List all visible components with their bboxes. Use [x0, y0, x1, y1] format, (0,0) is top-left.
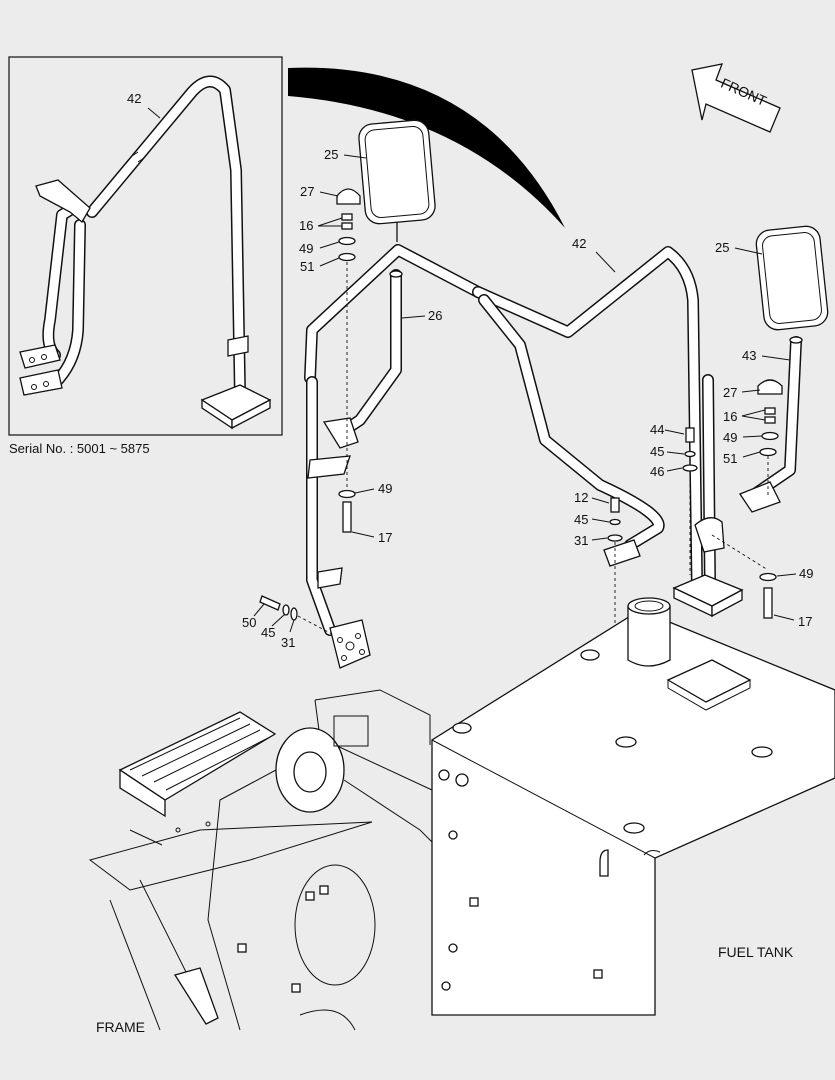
inset-detail: 42	[8, 56, 283, 436]
callout-49-left-bottom: 49	[378, 481, 392, 496]
callout-12: 12	[574, 490, 588, 505]
fuel-tank-label: FUEL TANK	[718, 944, 794, 960]
handrail-left	[304, 244, 484, 669]
mirror-left	[358, 119, 436, 242]
callouts-center: 42 44 45 46 12 45 31	[572, 236, 685, 548]
callout-51-left: 51	[300, 259, 314, 274]
callout-45-left: 45	[261, 625, 275, 640]
sweep-arrow	[288, 67, 565, 229]
callouts-right: 25 43 27 16 49 51 49 17	[715, 240, 813, 629]
callout-16-left: 16	[299, 218, 313, 233]
callout-27-right: 27	[723, 385, 737, 400]
callout-51-right: 51	[723, 451, 737, 466]
callout-25-right: 25	[715, 240, 729, 255]
handrail-right	[472, 246, 803, 618]
frame: FRAME	[88, 689, 433, 1035]
callout-49-left-top: 49	[299, 241, 313, 256]
callout-27-left: 27	[300, 184, 314, 199]
callout-45-center-top: 45	[650, 444, 664, 459]
callout-43: 43	[742, 348, 756, 363]
callout-50: 50	[242, 615, 256, 630]
callout-44: 44	[650, 422, 664, 437]
callout-17-right: 17	[798, 614, 812, 629]
callout-42: 42	[572, 236, 586, 251]
callout-16-right: 16	[723, 409, 737, 424]
callout-31-left: 31	[281, 635, 295, 650]
callout-26: 26	[428, 308, 442, 323]
frame-label: FRAME	[96, 1019, 145, 1035]
callout-17-left: 17	[378, 530, 392, 545]
mirror-right	[755, 225, 829, 331]
callout-45-center-bottom: 45	[574, 512, 588, 527]
callout-49-right-top: 49	[723, 430, 737, 445]
hardware-left	[259, 188, 361, 635]
callout-49-right-bottom: 49	[799, 566, 813, 581]
inset-callout-42: 42	[127, 91, 141, 106]
fuel-tank: FUEL TANK	[431, 597, 835, 1016]
hardware-right	[607, 379, 783, 640]
front-arrow: FRONT	[691, 63, 781, 133]
callout-25-left: 25	[324, 147, 338, 162]
callout-46: 46	[650, 464, 664, 479]
serial-note: Serial No. : 5001 ~ 5875	[9, 441, 150, 456]
callouts-left: 25 27 16 49 51 26 49 17 50 45 31	[242, 147, 442, 650]
callout-31-center: 31	[574, 533, 588, 548]
